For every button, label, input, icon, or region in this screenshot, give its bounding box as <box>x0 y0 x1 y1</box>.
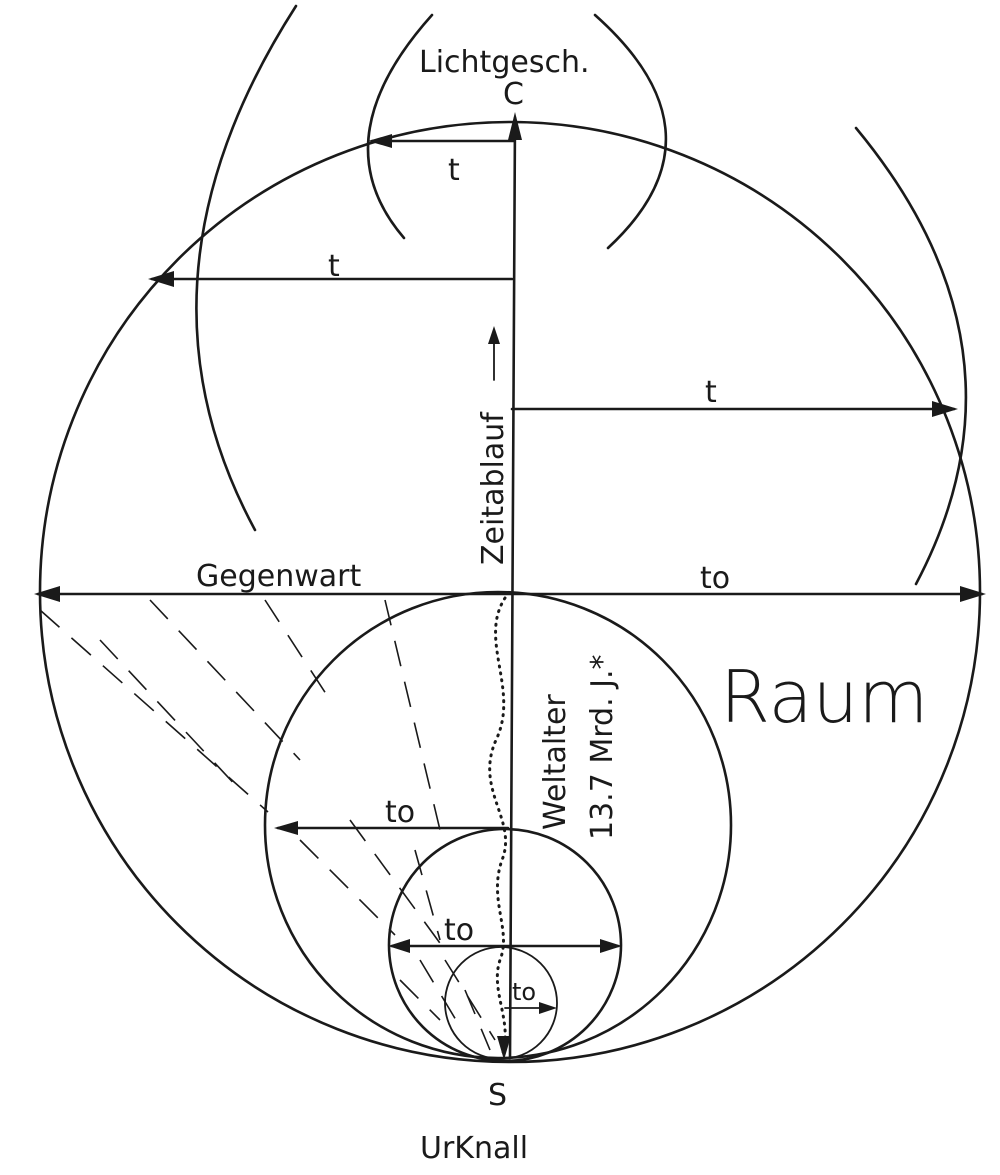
big-bang-label: UrKnall <box>420 1131 528 1166</box>
point-s-label: S <box>488 1078 507 1113</box>
t-arrow-top-head <box>368 134 392 148</box>
world-age-label: Weltalter <box>538 694 573 830</box>
t-arrow-left-head <box>148 271 174 287</box>
t0-tiny-arrow-head <box>539 1002 557 1014</box>
t-top-label: t <box>448 153 460 188</box>
space-label: Raum <box>720 655 928 739</box>
t-left-label: t <box>328 249 340 284</box>
light-cone-arc-right <box>854 126 968 586</box>
light-cone-label: Lichtgesch. <box>419 45 590 80</box>
world-line <box>488 596 508 1054</box>
hatching <box>39 599 496 1051</box>
t-arrow-right-head <box>932 401 958 417</box>
world-age-value: 13.7 Mrd. J.* <box>585 654 620 840</box>
time-axis <box>508 116 517 1060</box>
light-cone-arc-small-right <box>593 13 668 250</box>
t0-right-label: to <box>700 561 730 596</box>
present-arrow-right-head <box>960 586 986 602</box>
time-flow-label: Zeitablauf <box>476 411 511 565</box>
time-flow-arrow-head <box>488 326 500 344</box>
t0-small-label: to <box>444 913 474 948</box>
t0-mid-label: to <box>385 795 415 830</box>
t0-tiny-label: to <box>512 978 536 1006</box>
light-cone-arc-left <box>195 4 298 532</box>
t0-mid-arrow-head <box>274 821 298 835</box>
present-circle <box>263 590 733 1060</box>
arrowhead-c <box>508 112 522 140</box>
t0-small-arrow-left-head <box>388 939 410 953</box>
present-arrow-left-head <box>34 586 60 602</box>
light-cone-arc-small-left <box>366 13 434 240</box>
present-label: Gegenwart <box>196 559 361 594</box>
t-right-label: t <box>705 375 717 410</box>
point-c-label: C <box>503 77 524 112</box>
arrowhead-s <box>497 1036 511 1060</box>
t0-small-arrow-right-head <box>600 939 622 953</box>
